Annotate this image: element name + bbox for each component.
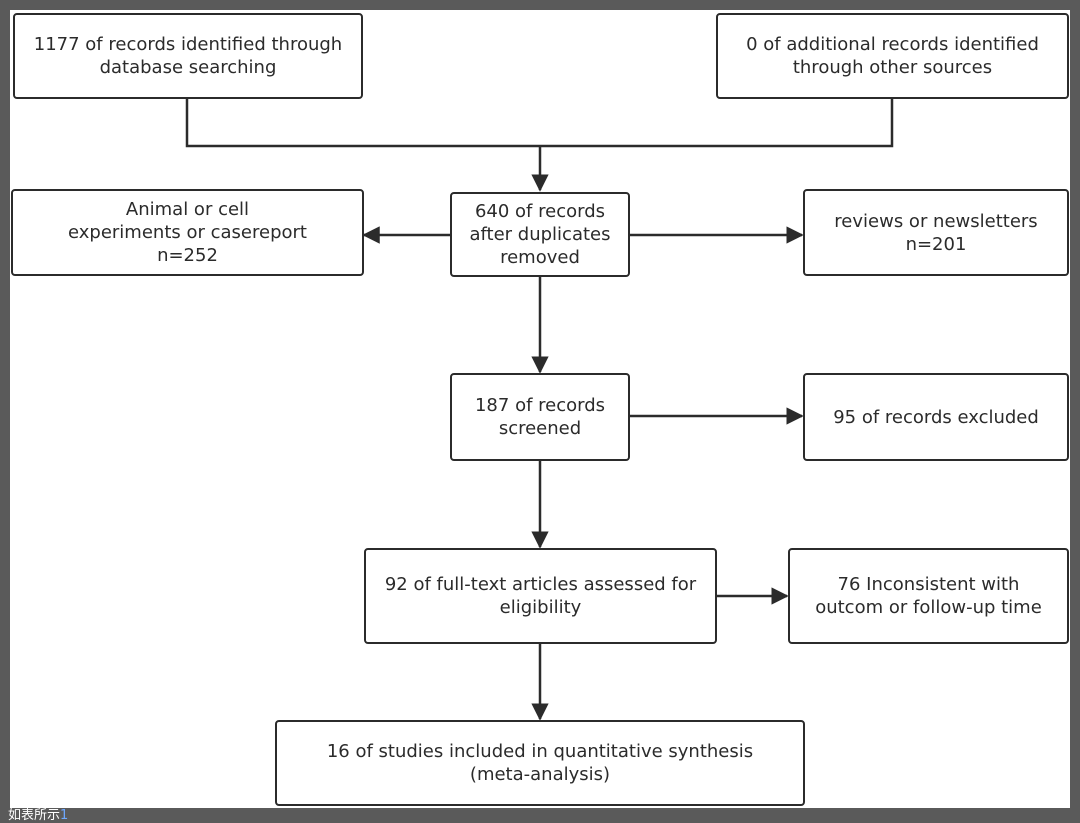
figure-caption-text: 如表所示: [8, 808, 61, 823]
node-other-sources-text: 0 of additional records identified throu…: [746, 34, 1039, 78]
connector-database-merge: [185, 99, 540, 148]
connector-layer: [185, 99, 894, 721]
node-reviews-excluded: reviews or newsletters n=201: [803, 189, 1069, 276]
figure-caption-number[interactable]: 1: [60, 808, 69, 823]
node-after-duplicates-text: 640 of records after duplicates removed: [469, 201, 611, 268]
node-records-screened-text: 187 of records screened: [474, 395, 606, 439]
node-records-screened: 187 of records screened: [450, 373, 630, 461]
node-studies-included: 16 of studies included in quantitative s…: [275, 720, 805, 806]
node-studies-included-text: 16 of studies included in quantitative s…: [326, 741, 754, 785]
node-inconsistent-excluded-text: 76 Inconsistent with outcom or follow-up…: [815, 574, 1042, 618]
figure-caption: 如表所示1: [8, 809, 68, 822]
node-records-excluded-text: 95 of records excluded: [833, 406, 1039, 428]
node-fulltext-assessed-text: 92 of full-text articles assessed for el…: [384, 574, 697, 618]
node-animal-cell-excluded: Animal or cell experiments or casereport…: [11, 189, 364, 276]
node-inconsistent-excluded: 76 Inconsistent with outcom or follow-up…: [788, 548, 1069, 644]
node-other-sources: 0 of additional records identified throu…: [716, 13, 1069, 99]
connector-other-merge: [540, 99, 894, 148]
node-database-records: 1177 of records identified through datab…: [13, 13, 363, 99]
node-after-duplicates: 640 of records after duplicates removed: [450, 192, 630, 277]
node-fulltext-assessed: 92 of full-text articles assessed for el…: [364, 548, 717, 644]
flowchart-canvas: 1177 of records identified through datab…: [10, 10, 1070, 808]
node-reviews-excluded-text: reviews or newsletters n=201: [834, 210, 1038, 255]
node-database-records-text: 1177 of records identified through datab…: [33, 34, 343, 78]
node-records-excluded: 95 of records excluded: [803, 373, 1069, 461]
node-animal-cell-excluded-text: Animal or cell experiments or casereport…: [68, 199, 307, 266]
